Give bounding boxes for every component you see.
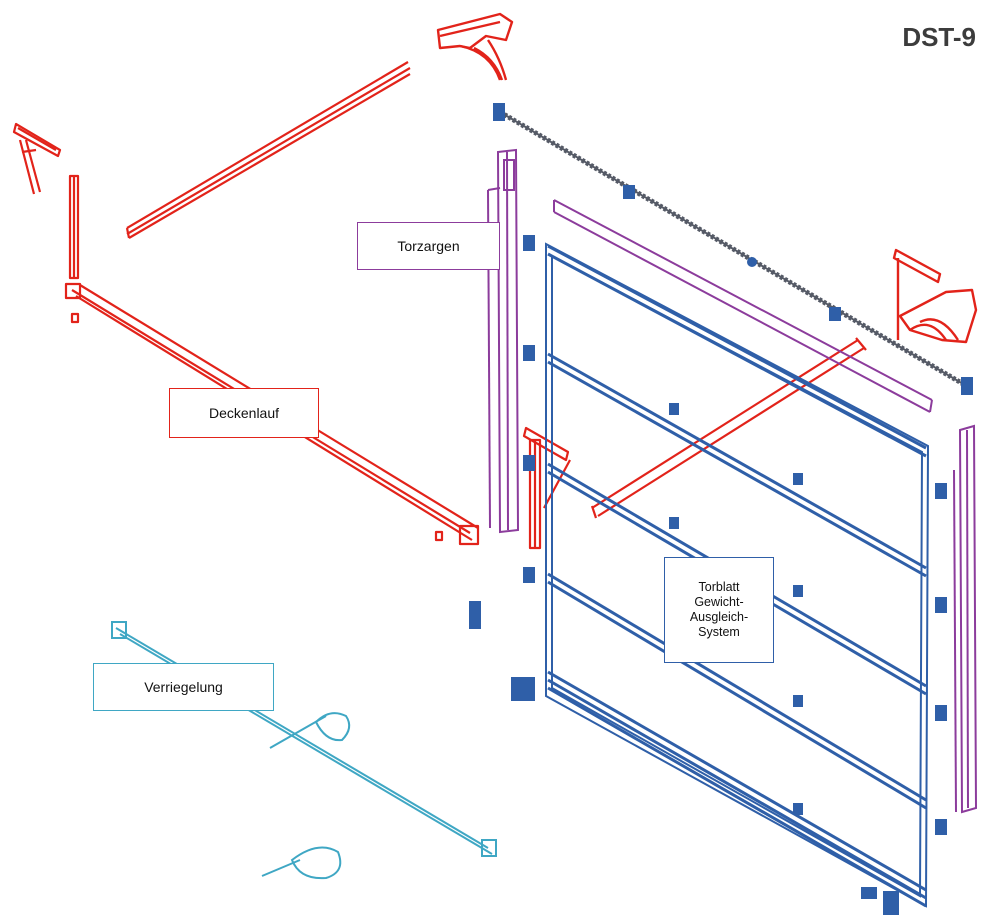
lock-rod-cyan bbox=[111, 621, 497, 857]
left-frame-purple bbox=[487, 148, 520, 534]
door-rollers-left bbox=[469, 235, 535, 701]
ceiling-track-group bbox=[12, 12, 978, 550]
lock-group bbox=[111, 621, 497, 880]
torsion-spring-shaft bbox=[493, 103, 973, 395]
diagram-code: DST-9 bbox=[902, 22, 976, 52]
label-torblatt: Torblatt Gewicht- Ausgleich- System bbox=[664, 557, 774, 663]
center-diagonal-track-red bbox=[590, 337, 867, 519]
label-torblatt-line-2: Gewicht- bbox=[694, 595, 744, 609]
label-torzargen: Torzargen bbox=[357, 222, 500, 270]
label-torblatt-line-1: Torblatt bbox=[698, 580, 740, 594]
label-deckenlauf: Deckenlauf bbox=[169, 388, 319, 438]
label-torblatt-line-4: System bbox=[698, 625, 740, 639]
frame-group bbox=[487, 148, 978, 814]
right-frame-purple bbox=[953, 424, 978, 814]
label-verriegelung: Verriegelung bbox=[93, 663, 274, 711]
top-header-purple bbox=[553, 199, 933, 413]
top-rail-red bbox=[125, 61, 411, 239]
vertical-track-piece-red bbox=[522, 426, 571, 550]
door-rollers-right bbox=[861, 483, 947, 915]
left-vertical-track-red bbox=[68, 174, 80, 280]
bracket-top-left-red bbox=[12, 122, 62, 195]
lock-handle-cyan bbox=[261, 712, 351, 880]
support-bracket-top-red bbox=[436, 12, 514, 81]
support-bracket-right-red bbox=[892, 248, 978, 344]
label-torblatt-line-3: Ausgleich- bbox=[689, 610, 749, 624]
